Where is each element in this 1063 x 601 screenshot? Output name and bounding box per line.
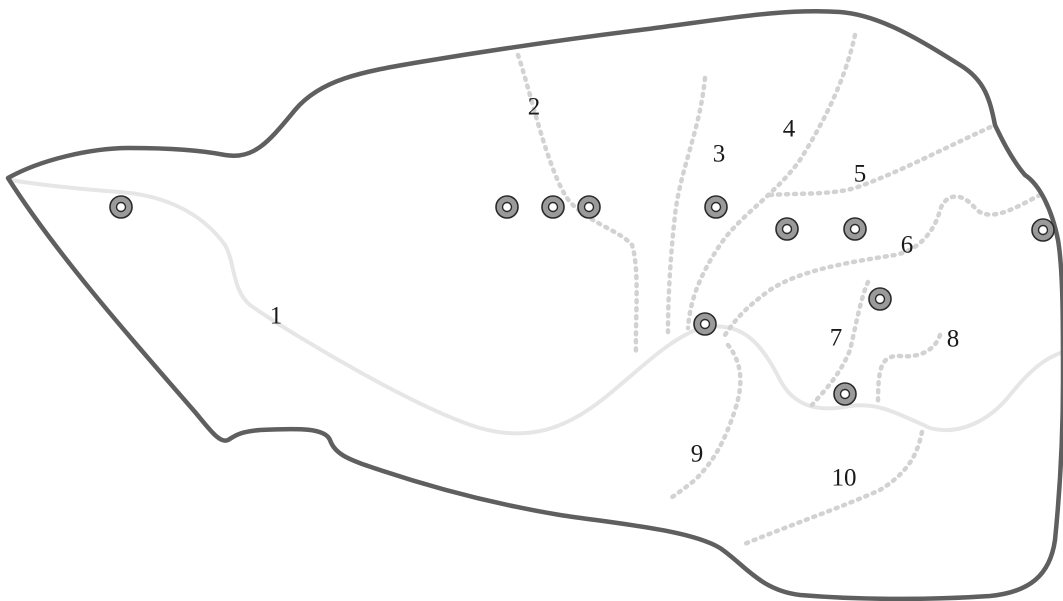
boundary-3-left	[668, 78, 705, 332]
marker-8	[1032, 219, 1054, 241]
region-label-9: 9	[691, 441, 704, 468]
region-label-2: 2	[528, 94, 541, 121]
region-label-5: 5	[854, 161, 867, 188]
marker-11	[834, 383, 856, 405]
boundary-7-8	[878, 335, 940, 405]
region-label-6: 6	[901, 232, 914, 259]
region-label-4: 4	[783, 116, 796, 143]
marker-6	[776, 218, 798, 240]
boundary-4-5	[770, 125, 995, 195]
region-label-7: 7	[830, 325, 843, 352]
region-label-3: 3	[713, 141, 726, 168]
marker-1	[110, 196, 132, 218]
region-label-1: 1	[270, 303, 283, 330]
marker-9	[869, 288, 891, 310]
boundary-3-4	[688, 35, 855, 328]
marker-3	[542, 196, 564, 218]
marker-7	[844, 218, 866, 240]
marker-4	[578, 196, 600, 218]
region-label-10: 10	[832, 465, 857, 492]
boundary-9	[668, 345, 740, 500]
marker-10	[694, 313, 716, 335]
region-label-8: 8	[947, 326, 960, 353]
midline-curve	[10, 180, 1063, 433]
marker-5	[705, 196, 727, 218]
marker-2	[496, 196, 518, 218]
boundary-5-6	[725, 195, 1040, 335]
